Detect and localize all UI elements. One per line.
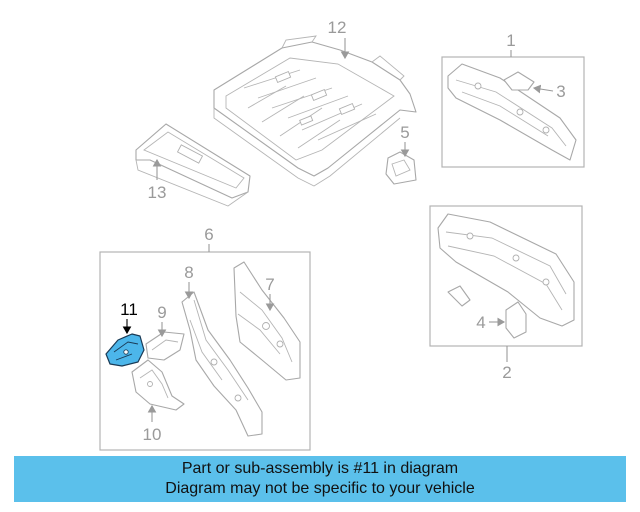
callout-3: 3 <box>556 82 565 101</box>
group-box-2 <box>429 205 583 347</box>
part-10-brace <box>131 359 185 411</box>
banner-line-1: Part or sub-assembly is #11 in diagram <box>181 460 459 477</box>
group-box-1 <box>441 56 585 168</box>
part-12-rear-floor-panel <box>213 35 417 187</box>
parts-diagram: 12 13 5 1 3 2 <box>99 18 585 451</box>
part-7-inner-panel <box>233 261 301 381</box>
part-9-bracket <box>145 331 185 361</box>
part-2-small-clip <box>447 285 471 307</box>
leader-3 <box>532 84 554 94</box>
part-1-rear-panel-upper <box>447 63 577 161</box>
callout-1: 1 <box>506 31 515 50</box>
info-banner: Part or sub-assembly is #11 in diagram D… <box>14 456 626 502</box>
part-2-rear-panel-lower <box>437 213 575 327</box>
callout-6: 6 <box>204 225 213 244</box>
group-box-6 <box>99 251 311 451</box>
callout-2: 2 <box>502 363 511 382</box>
part-8-pillar <box>181 291 263 437</box>
callout-4: 4 <box>476 313 485 332</box>
callout-5: 5 <box>400 123 409 142</box>
part-4-bracket <box>505 301 527 339</box>
banner-line-2: Diagram may not be specific to your vehi… <box>165 480 475 497</box>
callout-9: 9 <box>157 303 166 322</box>
callout-13: 13 <box>148 183 167 202</box>
part-11-highlighted-bracket[interactable] <box>105 333 145 367</box>
callout-7: 7 <box>265 275 274 294</box>
callout-11: 11 <box>120 300 138 319</box>
part-13-cross-member <box>135 123 251 207</box>
part-5-bracket <box>385 151 417 185</box>
part-3-small-bracket <box>503 71 535 91</box>
callout-10: 10 <box>143 425 162 444</box>
callout-8: 8 <box>184 263 193 282</box>
callout-12: 12 <box>328 18 347 37</box>
